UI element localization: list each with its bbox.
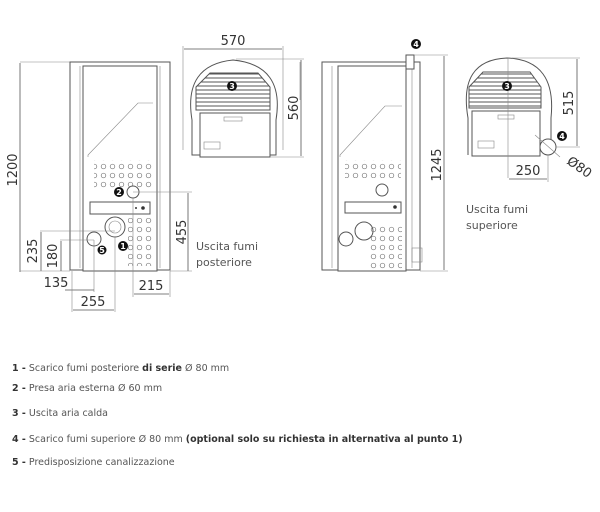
legend-item-5: 5 - Predisposizione canalizzazione — [12, 457, 175, 468]
dim-label-diameter: Ø80 — [564, 154, 595, 182]
legend-item-2: 2 - Presa aria esterna Ø 60 mm — [12, 383, 163, 394]
control-panel-right — [344, 201, 402, 214]
dim-label-1200: 1200 — [6, 153, 21, 186]
dim-label-255: 255 — [81, 295, 106, 310]
legend-item-3: 3 - Uscita aria calda — [12, 408, 108, 419]
dim-label-515: 515 — [562, 91, 577, 116]
dim-label-455: 455 — [175, 220, 190, 245]
badge-2: 2 — [114, 187, 124, 197]
dim-label-135: 135 — [44, 276, 69, 291]
dim-label-235: 235 — [26, 239, 41, 264]
dim-label-250: 250 — [516, 164, 541, 179]
svg-text:4: 4 — [413, 40, 419, 49]
vent-holes-lower-right — [370, 225, 402, 269]
control-panel — [89, 201, 151, 215]
top-view-right: 3 4 Ø80 515 250 Uscita fumi superiore — [465, 57, 595, 232]
badge-5: 5 — [97, 245, 107, 255]
rear-view-left: 1200 2 1 5 455 235 — [6, 61, 258, 312]
vent-holes-upper-right — [345, 160, 401, 178]
rear-view-right: 4 1245 — [299, 39, 448, 272]
dim-label-1245: 1245 — [430, 148, 445, 181]
stove-top-body — [199, 112, 271, 158]
caption-rear-outlet-line1: Uscita fumi — [196, 240, 258, 253]
badge-1: 1 — [118, 241, 128, 251]
caption-top-outlet-line1: Uscita fumi — [466, 203, 528, 216]
legend-item-4: 4 - Scarico fumi superiore Ø 80 mm (opti… — [12, 434, 463, 445]
vent-holes-upper — [94, 160, 152, 188]
badge-3: 3 — [227, 81, 237, 91]
caption-top-outlet-line2: superiore — [466, 219, 518, 232]
caption-rear-outlet-line2: posteriore — [196, 256, 252, 269]
dim-label-180: 180 — [46, 244, 61, 269]
svg-text:4: 4 — [559, 132, 565, 141]
badge-4-side: 4 — [411, 39, 421, 49]
badge-4-top: 4 — [557, 131, 567, 141]
stove-technical-drawing: 1200 2 1 5 455 235 — [6, 34, 595, 312]
svg-text:3: 3 — [504, 82, 510, 91]
svg-text:5: 5 — [99, 246, 105, 255]
air-inlet-port-right — [375, 183, 389, 197]
duct-port-right — [338, 231, 354, 247]
vent-holes-lower — [128, 218, 154, 266]
top-view-left: 570 3 560 — [182, 34, 304, 158]
badge-3-right: 3 — [502, 81, 512, 91]
hot-air-grille — [195, 72, 271, 111]
svg-text:1: 1 — [120, 242, 126, 251]
svg-text:3: 3 — [229, 82, 235, 91]
dim-label-560: 560 — [287, 96, 302, 121]
legend-item-1: 1 - Scarico fumi posteriore di serie Ø 8… — [12, 363, 230, 374]
dim-label-215: 215 — [139, 279, 164, 294]
top-flue-pipe — [405, 54, 415, 70]
dim-label-570: 570 — [221, 34, 246, 49]
rear-flue-port — [104, 216, 126, 238]
svg-text:2: 2 — [116, 188, 122, 197]
stove-top-body-right — [471, 110, 541, 157]
